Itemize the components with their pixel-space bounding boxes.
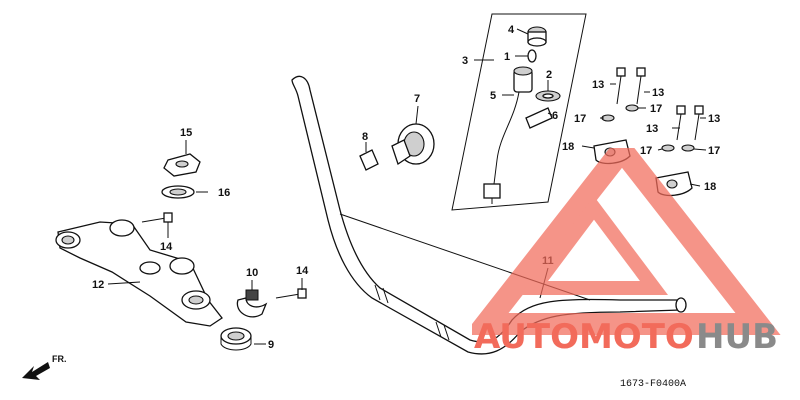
seal-9 <box>220 327 252 351</box>
cylinder-7 <box>391 123 435 166</box>
callout-14a: 14 <box>160 241 173 253</box>
callout-6: 6 <box>552 110 558 122</box>
grip-mark <box>443 324 450 341</box>
bolt-head <box>694 105 704 115</box>
callout-18b: 18 <box>704 181 716 193</box>
bolt-head <box>676 105 686 115</box>
front-label: FR. <box>52 354 67 364</box>
bracket-part <box>525 107 553 129</box>
clip-10 <box>236 289 268 318</box>
callout-7: 7 <box>414 93 420 105</box>
callout-17c: 17 <box>640 145 652 157</box>
callout-17a: 17 <box>574 113 586 125</box>
callout-13d: 13 <box>708 113 720 125</box>
callout-17b: 17 <box>650 103 662 115</box>
drawing-code: 1673-F0400A <box>620 379 686 390</box>
bolt-14-left <box>141 212 173 223</box>
ignition-switch-assembly <box>451 13 587 211</box>
cap-base <box>527 37 547 47</box>
bolt-head <box>636 67 646 77</box>
callout-2: 2 <box>546 69 552 81</box>
grip-mark <box>382 287 389 304</box>
callout-9: 9 <box>268 339 274 351</box>
callout-13c: 13 <box>646 123 658 135</box>
stem-nut-15 <box>163 153 201 177</box>
washer-hole <box>542 93 554 99</box>
callout-3: 3 <box>462 55 468 67</box>
callout-8: 8 <box>362 131 368 143</box>
watermark-text-primary: AUTOMOTO <box>474 317 694 357</box>
bottom-bridge <box>55 219 223 327</box>
washer-16 <box>161 185 195 199</box>
washer-17 <box>681 144 695 152</box>
assembly-frame <box>451 13 587 211</box>
callout-5: 5 <box>490 90 496 102</box>
automotohub-watermark-logo: AUTOMOTO HUB <box>472 148 781 357</box>
front-arrow-icon: FR. <box>22 354 67 380</box>
callout-18a: 18 <box>562 141 574 153</box>
callout-13b: 13 <box>652 87 664 99</box>
socket-top <box>513 66 533 76</box>
callout-17d: 17 <box>708 145 720 157</box>
callout-16: 16 <box>218 187 230 199</box>
washer-17 <box>625 104 639 112</box>
bolt-head <box>616 67 626 77</box>
callout-12: 12 <box>92 279 104 291</box>
callout-4: 4 <box>508 24 515 36</box>
watermark-text-secondary: HUB <box>696 317 778 357</box>
bulb-part <box>527 49 537 63</box>
callout-13a: 13 <box>592 79 604 91</box>
clip-8 <box>359 149 379 171</box>
grip-mark <box>374 284 381 301</box>
washer-17 <box>661 144 675 152</box>
callout-15: 15 <box>180 127 192 139</box>
callout-14b: 14 <box>296 265 309 277</box>
grip-mark <box>435 321 442 338</box>
bolt-14-right <box>275 288 307 299</box>
callout-10: 10 <box>246 267 258 279</box>
callout-1: 1 <box>504 51 510 63</box>
wire <box>493 91 520 185</box>
handlebar-end <box>675 297 687 313</box>
callouts: 4 1 3 2 5 6 7 8 9 10 11 12 13 13 13 13 1… <box>92 24 720 351</box>
leader-lines <box>107 28 707 345</box>
